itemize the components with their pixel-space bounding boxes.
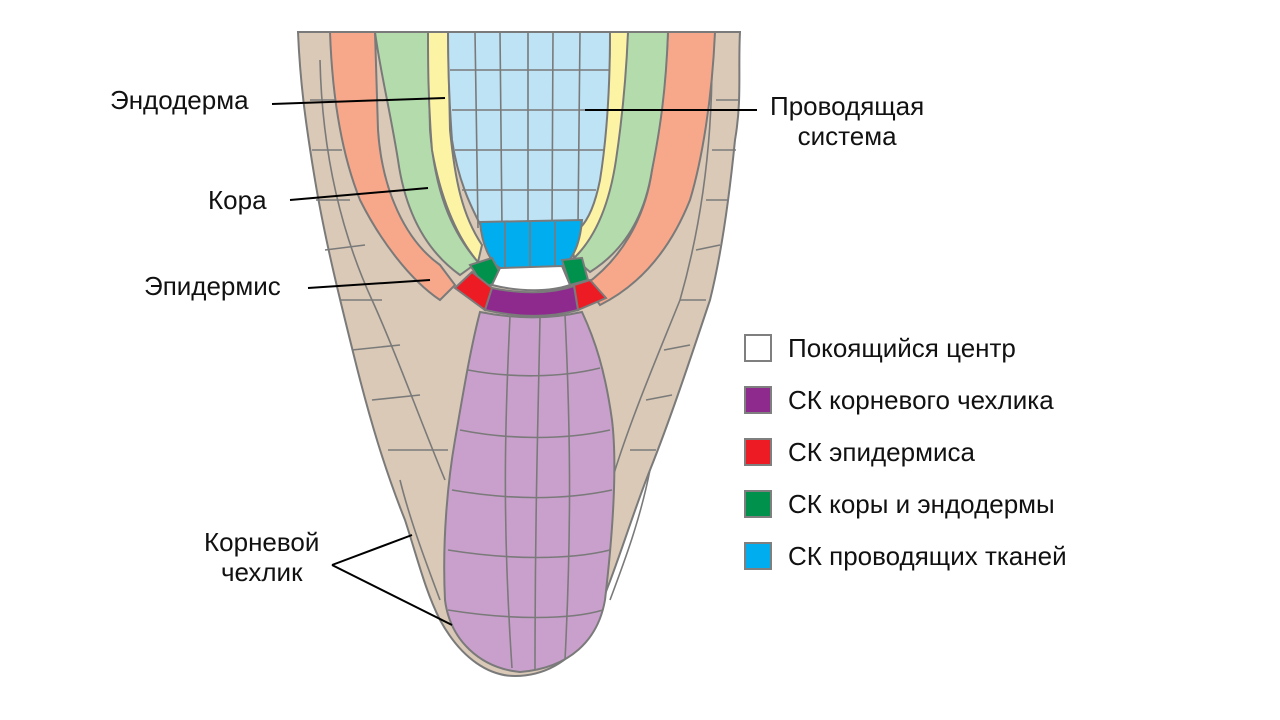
endodermis-layer: [426, 31, 484, 265]
legend-swatch: [744, 542, 772, 570]
columella: [443, 310, 616, 674]
legend-item: СК проводящих тканей: [744, 530, 1067, 582]
columella-initials: [483, 284, 580, 317]
cortex-leader: [289, 187, 429, 201]
legend-label: СК корневого чехлика: [788, 384, 1054, 415]
legend-label: Покоящийся центр: [788, 332, 1016, 363]
endoderm-label: Эндодерма: [110, 85, 249, 115]
endoderm-leader: [271, 97, 446, 105]
leader-lines: [271, 97, 757, 626]
epidermis-layer: [328, 31, 457, 302]
epidermis-label: Эпидермис: [144, 271, 281, 301]
legend-label: СК проводящих тканей: [788, 540, 1067, 571]
legend-item: Покоящийся центр: [744, 322, 1067, 374]
legend-label: СК коры и эндодермы: [788, 488, 1055, 519]
epidermis-leader: [307, 279, 431, 289]
lateral-root-cap-walls: [310, 59, 740, 601]
legend-item: СК корневого чехлика: [744, 374, 1067, 426]
root-cap-leader-1: [331, 534, 413, 566]
root-cap-leader-2: [331, 564, 453, 626]
legend-item: СК коры и эндодермы: [744, 478, 1067, 530]
vascular-cell-walls: [450, 31, 610, 229]
vascular-initials-walls: [504, 222, 556, 268]
cortex-label: Кора: [208, 185, 267, 215]
legend: Покоящийся центр СК корневого чехлика СК э…: [744, 322, 1067, 582]
quiescent-center: [490, 264, 572, 292]
vascular-system-label: Проводящая система: [770, 91, 925, 151]
vascular-system: [446, 31, 612, 229]
root-cap-label: Корневой чехлик: [204, 527, 320, 587]
legend-item: СК эпидермиса: [744, 426, 1067, 478]
legend-swatch: [744, 438, 772, 466]
cortex-layer: [373, 31, 480, 277]
legend-swatch: [744, 386, 772, 414]
legend-label: СК эпидермиса: [788, 436, 975, 467]
legend-swatch: [744, 334, 772, 362]
columella-cell-walls: [447, 314, 613, 671]
legend-swatch: [744, 490, 772, 518]
